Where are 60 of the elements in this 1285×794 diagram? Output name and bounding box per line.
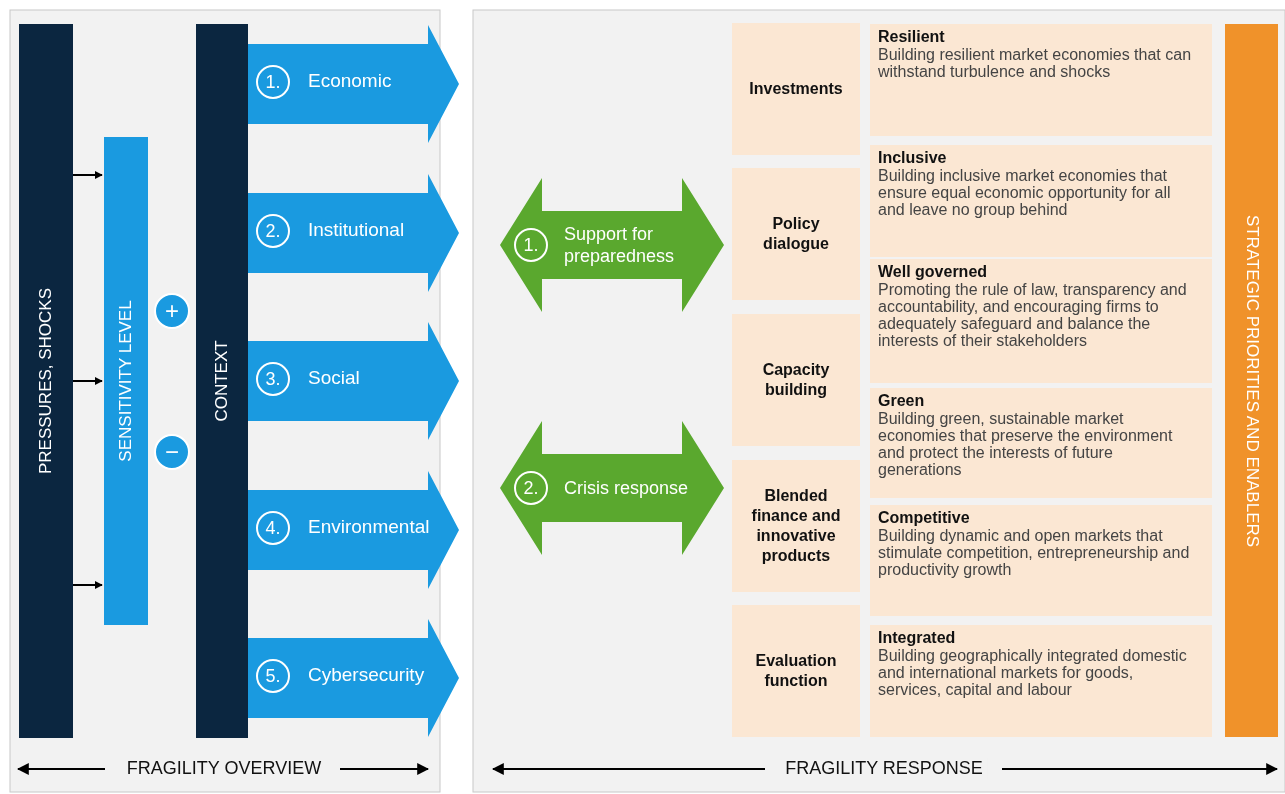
- context-bar: [196, 24, 248, 738]
- priority-title: Well governed: [878, 263, 989, 281]
- priority-box: [870, 259, 1212, 383]
- response-banner: [500, 421, 724, 555]
- priority-box: [870, 388, 1212, 498]
- priority-description: Building geographically integrated domestic and international markets for goods, services, capital and labour: [878, 647, 1188, 698]
- arrow: [72, 377, 103, 385]
- priority-description: Promoting the rule of law, transparency and accountability, and encouraging firms to adequately safeguard and balance the interests of their stakeholders: [878, 281, 1188, 349]
- priorities-bar: [1225, 24, 1278, 737]
- step-number: 2.: [256, 214, 290, 248]
- step-number: 1.: [514, 228, 548, 262]
- instrument-label: Policy dialogue: [762, 214, 830, 254]
- category-label: Cybersecurity: [308, 664, 425, 686]
- instrument-box: [732, 23, 860, 155]
- priority-box: [870, 505, 1212, 616]
- bar-label: STRATEGIC PRIORITIES AND ENABLERS: [1241, 214, 1262, 547]
- instrument-box: [732, 168, 860, 300]
- priority-description: Building resilient market economies that can withstand turbulence and shocks: [878, 46, 1193, 80]
- priority-title: Integrated: [878, 629, 957, 647]
- response-label: Support for preparedness: [564, 223, 676, 267]
- bar-label: CONTEXT: [212, 340, 232, 422]
- instrument-box: [732, 314, 860, 446]
- step-number: 2.: [514, 471, 548, 505]
- instrument-label: Evaluation function: [754, 651, 838, 691]
- category-banner: [248, 174, 459, 292]
- response-label: Crisis response: [564, 477, 690, 499]
- priority-box: [870, 625, 1212, 737]
- bar-label: SENSITIVITY LEVEL: [116, 300, 136, 462]
- priority-description: Building inclusive market economies that ensure equal economic opportunity for all and leave no group behind: [878, 167, 1172, 218]
- priority-title: Green: [878, 392, 926, 410]
- step-number: 4.: [256, 511, 290, 545]
- instrument-label: Investments: [749, 79, 843, 99]
- instrument-box: [732, 605, 860, 737]
- category-label: Economic: [308, 70, 392, 92]
- response-banner: [500, 178, 724, 312]
- priority-title: Inclusive: [878, 149, 948, 167]
- arrow: [72, 171, 103, 179]
- category-banner: [248, 471, 459, 589]
- instrument-label: Blended finance and innovative products: [750, 486, 842, 566]
- arrow: [72, 581, 103, 589]
- pressures-bar: [19, 24, 73, 738]
- step-number: 1.: [256, 65, 290, 99]
- bar-label: PRESSURES, SHOCKS: [36, 287, 56, 475]
- priority-title: Competitive: [878, 509, 971, 527]
- priority-description: Building dynamic and open markets that stimulate competition, entrepreneurship and productivity growth: [878, 527, 1191, 578]
- category-label: Social: [308, 367, 360, 389]
- category-label: Environmental: [308, 516, 430, 538]
- step-number: 3.: [256, 362, 290, 396]
- category-label: Institutional: [308, 219, 405, 241]
- priority-title: Resilient: [878, 28, 946, 46]
- instrument-box: [732, 460, 860, 592]
- instrument-label: Capacity building: [761, 360, 831, 400]
- priority-box: [870, 24, 1212, 136]
- category-banner: [248, 25, 459, 143]
- priority-description: Building green, sustainable market economies that preserve the environment and protect the interests of future generations: [878, 410, 1174, 478]
- category-banner: [248, 619, 459, 737]
- step-number: 5.: [256, 659, 290, 693]
- priority-box: [870, 145, 1212, 257]
- category-banner: [248, 322, 459, 440]
- sensitivity-bar: [104, 137, 148, 625]
